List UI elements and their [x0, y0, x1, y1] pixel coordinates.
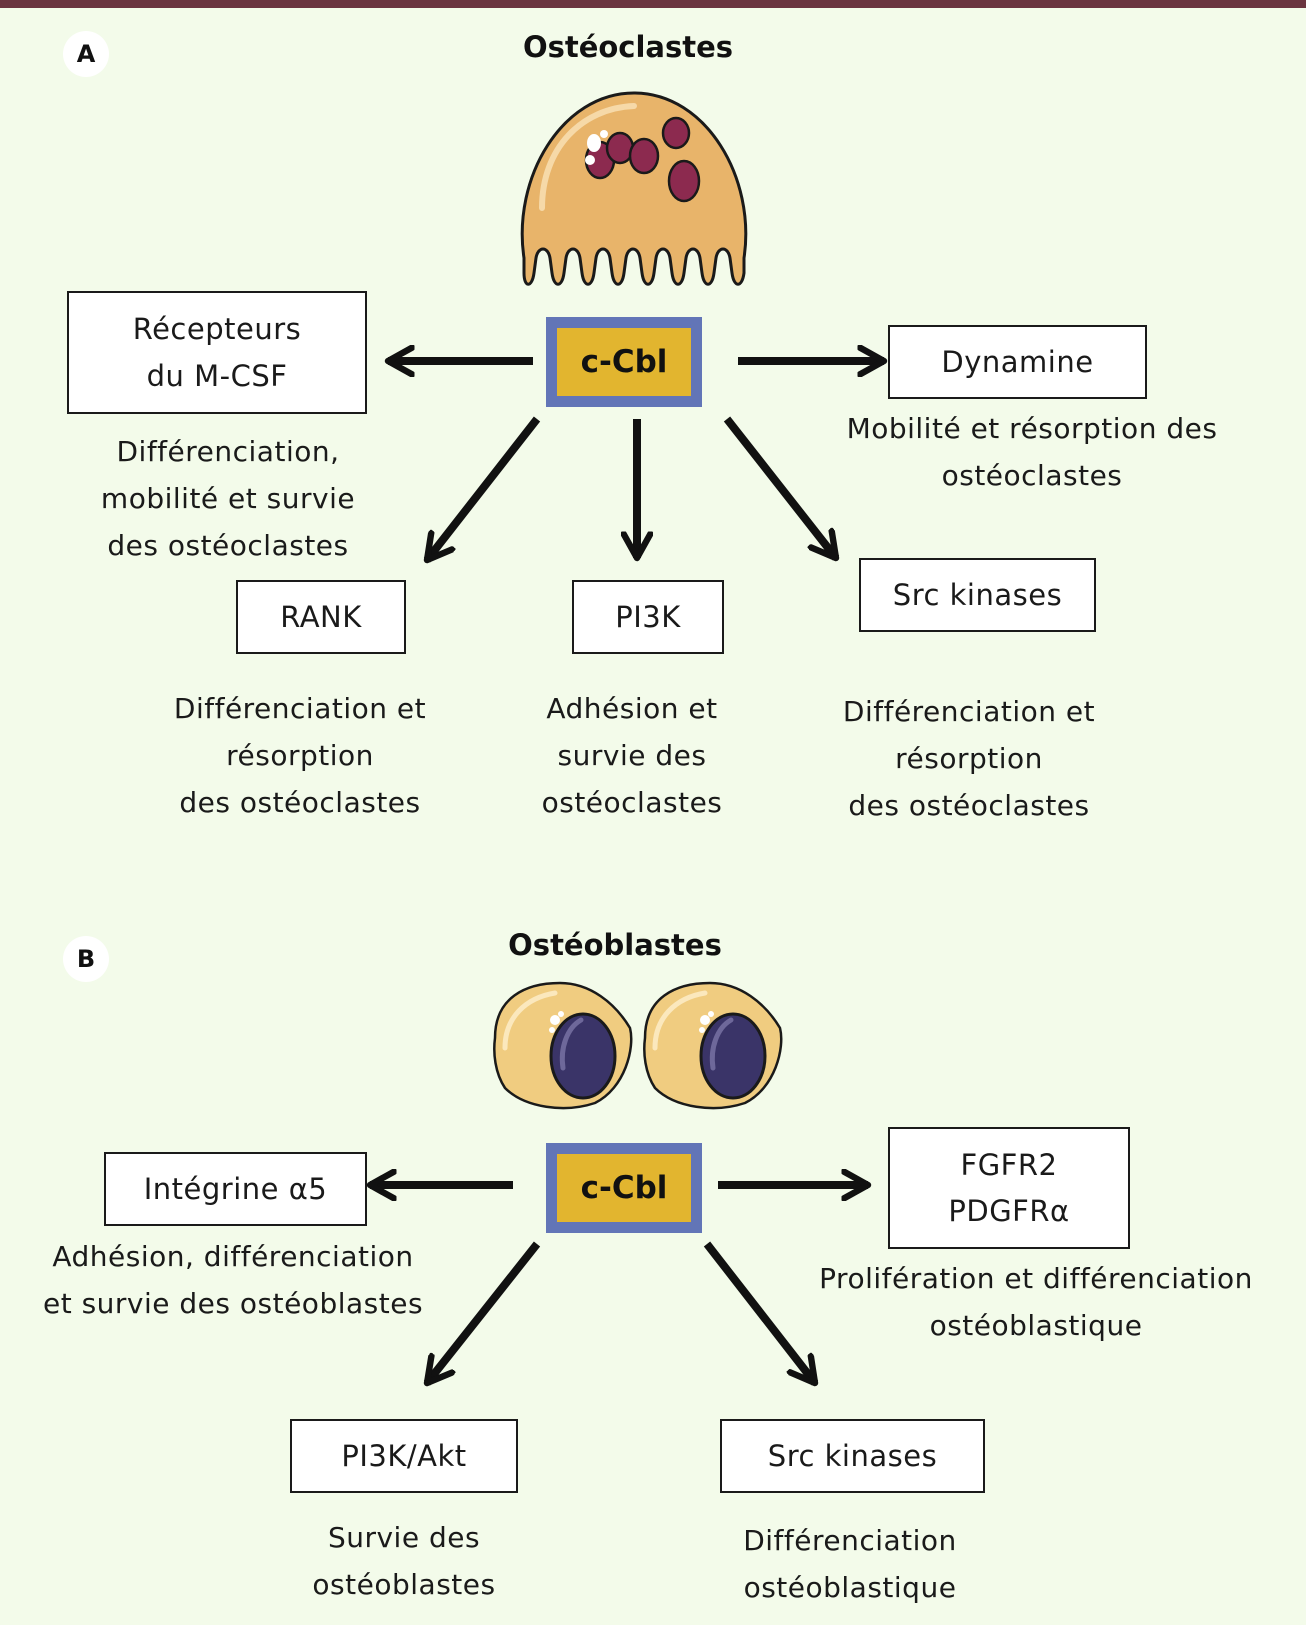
arrow-to-rank [427, 416, 541, 560]
rank-box: RANK [236, 580, 406, 654]
src-kinases-box-a: Src kinases [859, 558, 1096, 632]
dynamine-box: Dynamine [888, 325, 1147, 399]
c-cbl-label: c-Cbl [557, 328, 691, 396]
panel-a-title: Ostéoclastes [522, 30, 734, 64]
receptors-mcsf-box: Récepteurs du M-CSF [67, 291, 367, 414]
dynamine-effect: Mobilité et résorption des ostéoclastes [846, 412, 1218, 492]
pi3k-akt-effect: Survie des ostéoblastes [312, 1521, 496, 1601]
osteoblast-cell [643, 981, 783, 1110]
src-kinases-effect-a: Différenciation et résorption des ostéoc… [842, 695, 1096, 822]
nucleus [661, 116, 691, 150]
c-cbl-node-a: c-Cbl [546, 317, 702, 407]
rank-effect: Différenciation et résorption des ostéoc… [173, 692, 427, 819]
osteoclast-body [520, 91, 748, 286]
pi3k-box: PI3K [572, 580, 724, 654]
nucleus [628, 137, 660, 175]
pi3k-akt-box: PI3K/Akt [290, 1419, 518, 1493]
c-cbl-node-b: c-Cbl [546, 1143, 702, 1233]
panel-b-label: B [63, 936, 109, 982]
panel-b-title: Ostéoblastes [508, 928, 722, 962]
arrow-to-pi3k-akt [427, 1241, 541, 1383]
integrin-box: Intégrine α5 [104, 1152, 367, 1226]
src-kinases-box-b: Src kinases [720, 1419, 985, 1493]
fgfr2-pdgfra-box: FGFR2 PDGFRα [888, 1127, 1130, 1249]
panel-a-label: A [63, 31, 109, 77]
arrow-to-src-b [703, 1241, 815, 1383]
receptors-mcsf-effect: Différenciation, mobilité et survie des … [100, 435, 356, 562]
osteoblast-illustration [493, 981, 783, 1110]
osteoblast-cell [493, 981, 633, 1110]
c-cbl-label: c-Cbl [557, 1154, 691, 1222]
src-kinases-effect-b: Différenciation ostéoblastique [743, 1524, 957, 1604]
integrin-effect: Adhésion, différenciation et survie des … [42, 1240, 424, 1320]
pi3k-effect: Adhésion et survie des ostéoclastes [541, 692, 723, 819]
nucleus [667, 159, 701, 203]
osteoclast-illustration [520, 91, 748, 286]
fgfr2-pdgfra-effect: Prolifération et différenciation ostéobl… [819, 1262, 1253, 1342]
arrow-to-src-a [723, 416, 836, 558]
top-bar [0, 0, 1306, 8]
